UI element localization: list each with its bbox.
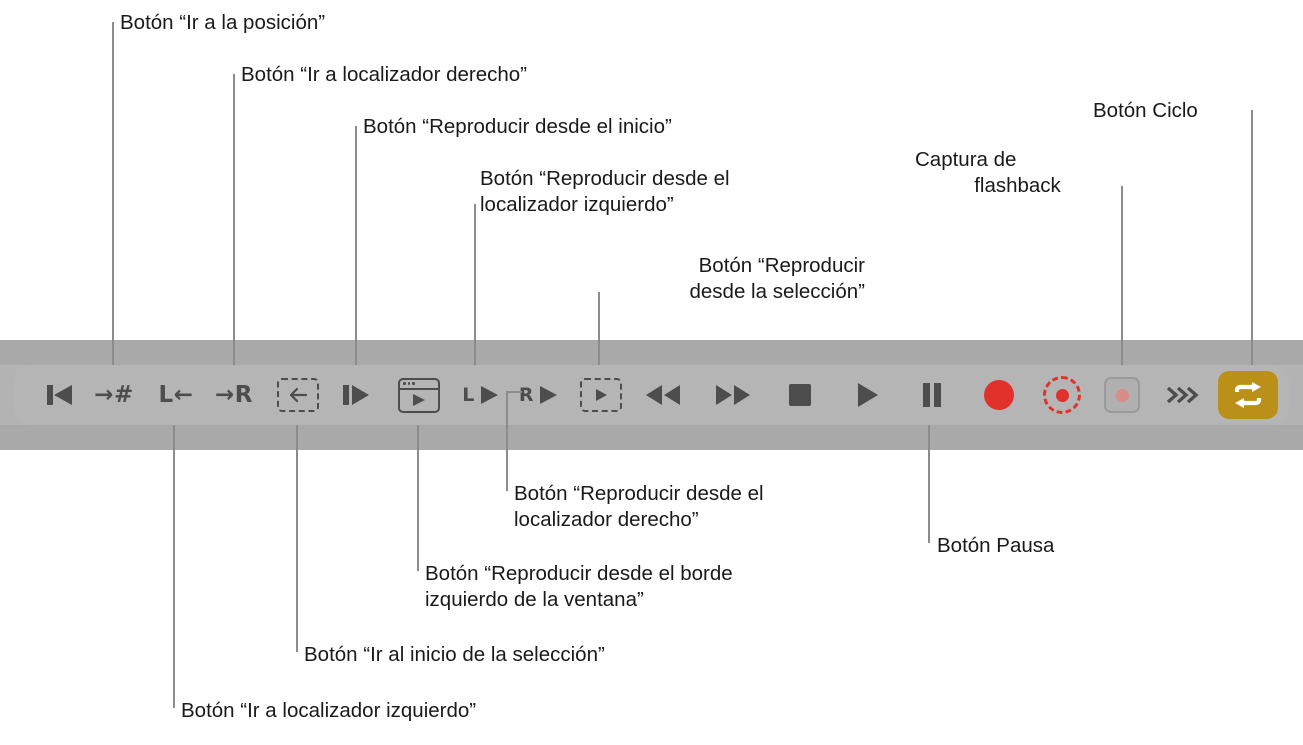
- rewind-icon: [646, 385, 680, 405]
- callout-line-reproducir-desde-el-inicio: [355, 126, 357, 365]
- go-to-right-locator-icon: →R: [215, 381, 253, 408]
- pause-button[interactable]: [910, 365, 954, 425]
- callout-line-ir-a-localizador-derecho: [233, 74, 235, 365]
- callout-label-ir-a-la-posicion: Botón “Ir a la posición”: [120, 11, 326, 34]
- label-line-2: localizador derecho”: [514, 508, 699, 531]
- callout-label-ir-a-localizador-izquierdo: Botón “Ir a localizador izquierdo”: [181, 699, 477, 722]
- play-from-window-edge-icon: [398, 377, 440, 413]
- skip-to-start-button[interactable]: [38, 365, 82, 425]
- play-from-beginning-button[interactable]: [334, 365, 378, 425]
- play-from-window-edge-button[interactable]: [397, 365, 441, 425]
- play-from-right-locator-icon: R: [519, 384, 559, 406]
- transport-button-row: →# L← →R: [0, 365, 1303, 425]
- cycle-button-surface: [1218, 371, 1278, 419]
- label-line-1: Botón “Reproducir: [698, 254, 865, 277]
- callout-line-ciclo: [1251, 110, 1253, 365]
- go-to-left-locator-button[interactable]: L←: [152, 365, 200, 425]
- callout-label-reproducir-desde-el-inicio: Botón “Reproducir desde el inicio”: [363, 115, 672, 138]
- callout-line-reproducir-localizador-izquierdo: [474, 204, 476, 365]
- rewind-button[interactable]: [638, 365, 688, 425]
- flashback-capture-button[interactable]: [1040, 365, 1084, 425]
- play-from-beginning-icon: [343, 385, 369, 405]
- arrow-left-icon: [289, 387, 308, 403]
- label-line-2: flashback: [974, 174, 1061, 197]
- fast-forward-button[interactable]: [708, 365, 758, 425]
- callout-line-ir-al-inicio-seleccion: [296, 425, 298, 652]
- cycle-loop-icon: [1234, 382, 1262, 408]
- cycle-button[interactable]: [1218, 365, 1278, 425]
- stop-button[interactable]: [778, 365, 822, 425]
- chevrons-right-button[interactable]: [1160, 365, 1204, 425]
- callout-label-captura-de-flashback: Captura de flashback: [915, 147, 1120, 199]
- label-line-1: Botón “Reproducir desde el borde: [425, 562, 733, 585]
- flashback-capture-icon: [1043, 376, 1081, 414]
- label-line-1: Botón “Reproducir desde el: [480, 167, 730, 190]
- callout-label-reproducir-desde-seleccion: Botón “Reproducir desde la selección”: [603, 253, 866, 305]
- label-line-2: desde la selección”: [689, 280, 866, 303]
- go-to-position-icon: →#: [94, 381, 134, 408]
- callout-line-pausa: [928, 425, 930, 543]
- callout-elbow-reproducir-localizador-derecho: [506, 391, 522, 393]
- play-from-selection-button[interactable]: [578, 365, 624, 425]
- letter-l-icon: L: [462, 383, 475, 406]
- label-line-2: localizador izquierdo”: [480, 193, 674, 216]
- callout-line-reproducir-localizador-derecho: [506, 391, 508, 491]
- play-from-left-locator-icon: L: [462, 384, 500, 406]
- callout-label-reproducir-localizador-derecho: Botón “Reproducir desde el localizador d…: [514, 481, 764, 533]
- fast-forward-icon: [716, 385, 750, 405]
- play-triangle-icon: [480, 386, 498, 404]
- callout-label-pausa: Botón Pausa: [937, 534, 1055, 557]
- callout-line-ir-a-localizador-izquierdo: [173, 425, 175, 708]
- stop-icon: [789, 384, 811, 406]
- label-line-1: Captura de: [915, 148, 1017, 171]
- record-button[interactable]: [977, 365, 1021, 425]
- callout-label-ciclo: Botón Ciclo: [1093, 99, 1198, 122]
- go-to-left-locator-icon: L←: [158, 381, 194, 408]
- callout-label-ir-al-inicio-seleccion: Botón “Ir al inicio de la selección”: [304, 643, 605, 666]
- label-line-1: Botón “Reproducir desde el: [514, 482, 764, 505]
- letter-r-icon: R: [518, 383, 535, 406]
- play-from-left-locator-button[interactable]: L: [455, 365, 507, 425]
- window-titlebar-icon: [400, 380, 438, 390]
- play-from-selection-icon: [580, 378, 622, 412]
- skip-to-start-icon: [47, 385, 72, 405]
- go-to-right-locator-button[interactable]: →R: [210, 365, 258, 425]
- go-to-position-button[interactable]: →#: [90, 365, 138, 425]
- callout-line-ir-a-la-posicion: [112, 22, 114, 365]
- chevrons-right-icon: [1166, 386, 1199, 404]
- callout-line-reproducir-borde-ventana: [417, 425, 419, 571]
- play-triangle-icon: [540, 386, 558, 404]
- label-line-2: izquierdo de la ventana”: [425, 588, 644, 611]
- callout-label-ir-a-localizador-derecho: Botón “Ir a localizador derecho”: [241, 63, 528, 86]
- window-body-icon: [400, 390, 438, 411]
- record-toggle-button[interactable]: [1100, 365, 1144, 425]
- callout-label-reproducir-localizador-izquierdo: Botón “Reproducir desde el localizador i…: [480, 166, 730, 218]
- record-toggle-icon: [1104, 377, 1140, 413]
- play-icon: [858, 383, 878, 407]
- pause-icon: [923, 383, 941, 407]
- toolbar-band-bottom: [0, 425, 1303, 450]
- play-triangle-icon: [596, 389, 607, 401]
- go-to-selection-start-icon: [277, 378, 319, 412]
- go-to-selection-start-button[interactable]: [276, 365, 320, 425]
- play-from-right-locator-button[interactable]: R: [513, 365, 565, 425]
- callout-line-reproducir-desde-seleccion: [598, 292, 600, 365]
- callout-label-reproducir-borde-ventana: Botón “Reproducir desde el borde izquier…: [425, 561, 733, 613]
- play-triangle-icon: [413, 394, 425, 406]
- record-icon: [984, 380, 1014, 410]
- callout-line-captura-de-flashback: [1121, 186, 1123, 365]
- toolbar-band-top: [0, 340, 1303, 365]
- play-button[interactable]: [845, 365, 889, 425]
